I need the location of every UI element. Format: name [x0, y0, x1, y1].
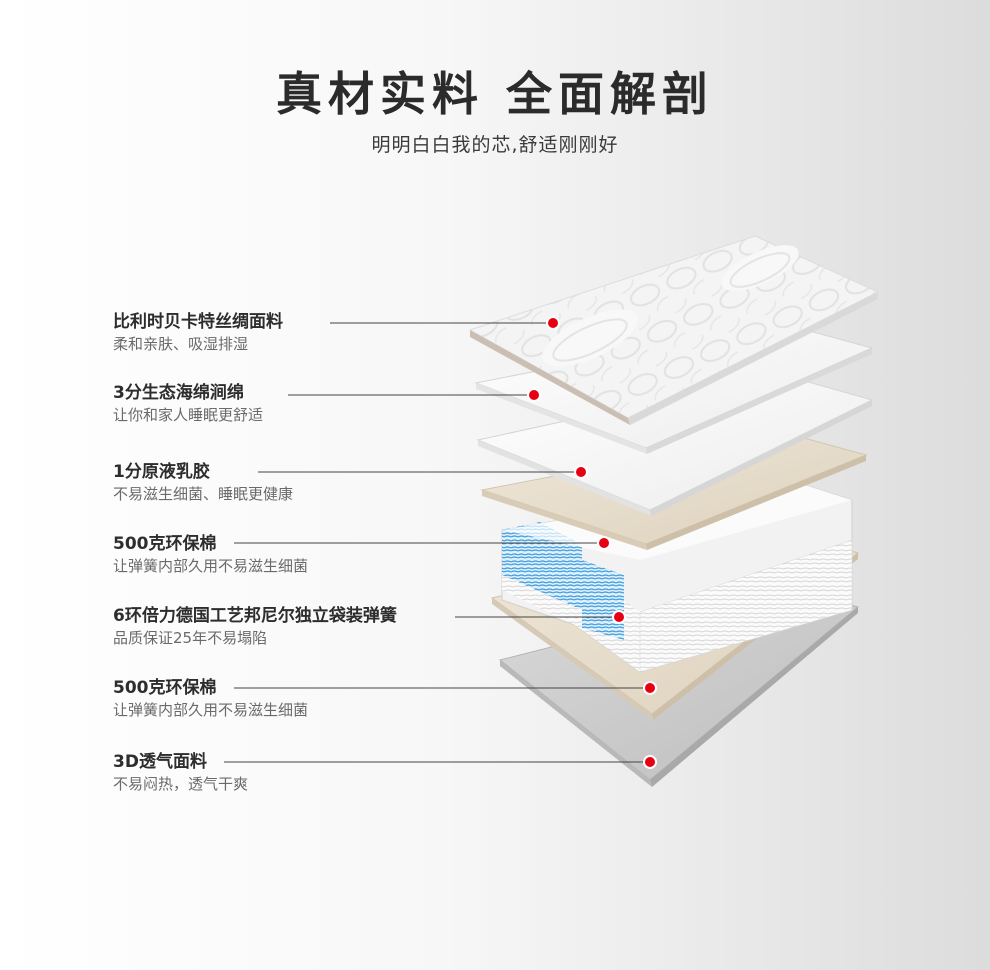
label-title: 500克环保棉	[113, 678, 217, 698]
label-title: 3D透气面料	[113, 752, 207, 772]
label-title: 3分生态海绵涧绵	[113, 383, 244, 403]
label-desc: 柔和亲肤、吸湿排湿	[113, 335, 249, 353]
label-cotton-upper: 500克环保棉 让弹簧内部久用不易滋生细菌	[113, 533, 308, 576]
label-desc: 让弹簧内部久用不易滋生细菌	[113, 701, 309, 719]
label-title: 6环倍力德国工艺邦尼尔独立袋装弹簧	[113, 606, 397, 626]
label-desc: 品质保证25年不易塌陷	[113, 629, 268, 647]
marker-dot-silk-fabric	[548, 318, 558, 328]
marker-dot-3d-fabric	[645, 757, 655, 767]
label-cotton-lower: 500克环保棉 让弹簧内部久用不易滋生细菌	[113, 677, 308, 720]
label-latex: 1分原液乳胶 不易滋生细菌、睡眠更健康	[113, 461, 293, 504]
label-desc: 不易闷热，透气干爽	[113, 775, 249, 793]
label-silk-fabric: 比利时贝卡特丝绸面料 柔和亲肤、吸湿排湿	[113, 311, 283, 354]
marker-dot-latex	[576, 467, 586, 477]
label-pocket-springs: 6环倍力德国工艺邦尼尔独立袋装弹簧 品质保证25年不易塌陷	[113, 605, 397, 648]
marker-dot-pocket-springs	[614, 612, 624, 622]
label-desc: 让弹簧内部久用不易滋生细菌	[113, 557, 309, 575]
label-desc: 不易滋生细菌、睡眠更健康	[113, 485, 294, 503]
marker-dot-cotton-upper	[599, 538, 609, 548]
label-title: 1分原液乳胶	[113, 462, 210, 482]
label-title: 500克环保棉	[113, 534, 217, 554]
label-eco-sponge: 3分生态海绵涧绵 让你和家人睡眠更舒适	[113, 382, 263, 425]
marker-dot-cotton-lower	[645, 683, 655, 693]
label-title: 比利时贝卡特丝绸面料	[113, 312, 283, 332]
label-desc: 让你和家人睡眠更舒适	[113, 406, 264, 424]
page-subtitle: 明明白白我的芯,舒适刚刚好	[371, 134, 619, 156]
marker-dot-eco-sponge	[529, 390, 539, 400]
page-title: 真材实料 全面解剖	[275, 67, 714, 121]
label-3d-fabric: 3D透气面料 不易闷热，透气干爽	[113, 751, 248, 794]
layer-top-fabric	[468, 235, 880, 425]
